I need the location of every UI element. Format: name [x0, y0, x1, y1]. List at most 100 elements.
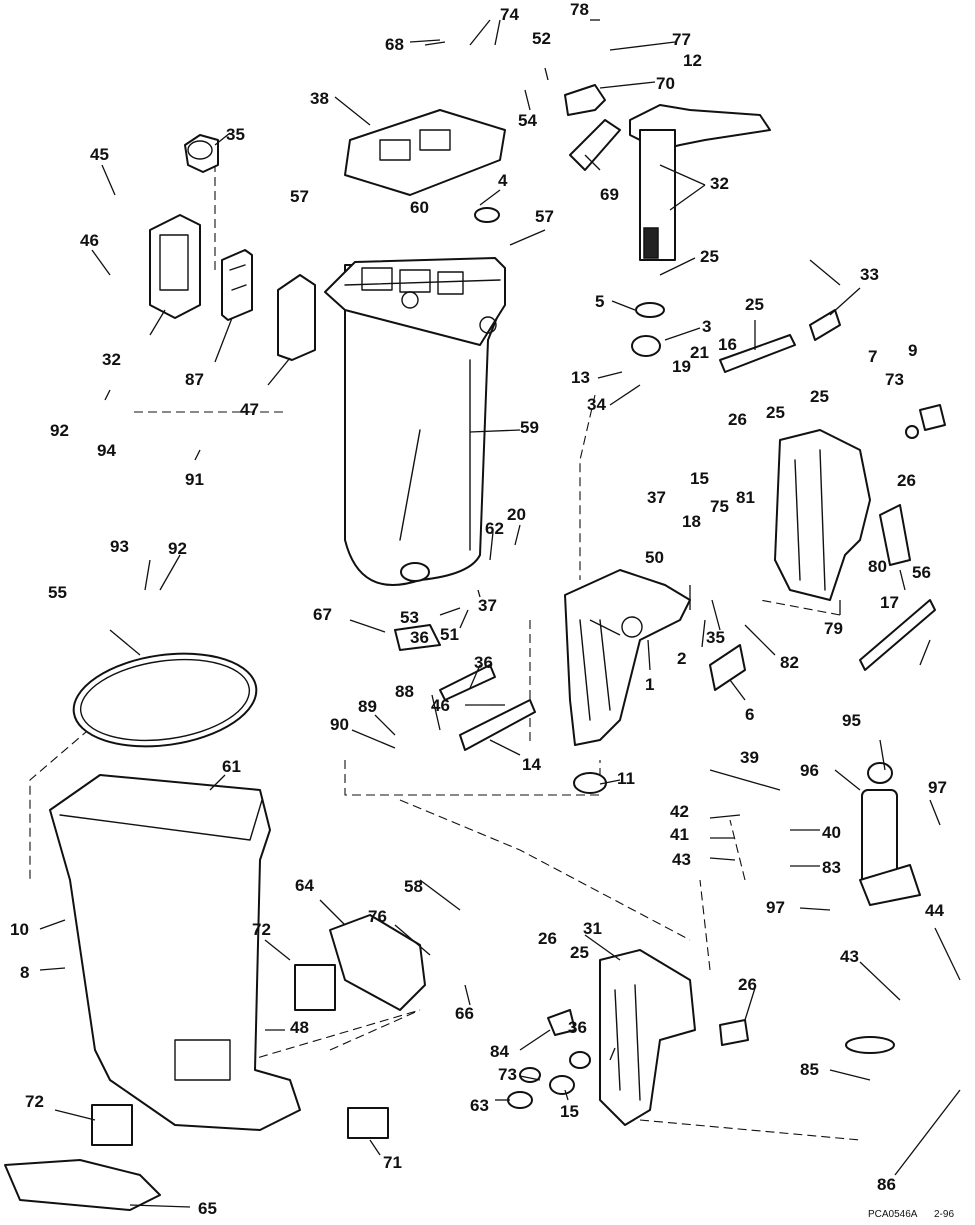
callout-9: 9	[908, 341, 917, 360]
callout-61: 61	[222, 757, 241, 776]
gasket-ring	[72, 652, 258, 748]
callout-19: 19	[672, 357, 691, 376]
stern-bracket-right	[774, 429, 871, 601]
callout-92: 92	[50, 421, 69, 440]
callout-87: 87	[185, 370, 204, 389]
callout-89: 89	[358, 697, 377, 716]
callout-93: 93	[110, 537, 129, 556]
callout-74: 74	[500, 5, 519, 24]
callout-27: 31	[583, 919, 602, 938]
callout-70: 70	[656, 74, 675, 93]
callout-57: 57	[290, 187, 309, 206]
callout-72: 72	[252, 920, 271, 939]
callout-57b: 57	[535, 207, 554, 226]
callout-94: 94	[97, 441, 116, 460]
callout-25b: 25	[570, 943, 589, 962]
callout-97: 97	[928, 778, 947, 797]
callout-34: 37	[647, 488, 666, 507]
callout-17: 17	[880, 593, 899, 612]
callout-88: 88	[395, 682, 414, 701]
callout-24: 26	[897, 471, 916, 490]
callout-50: 50	[645, 548, 664, 567]
callout-85: 85	[800, 1060, 819, 1079]
callout-77: 77	[672, 30, 691, 49]
callout-84: 84	[490, 1042, 509, 1061]
callout-21: 25	[745, 295, 764, 314]
callout-18: 18	[682, 512, 701, 531]
callout-95: 95	[842, 711, 861, 730]
callout-39: 39	[740, 748, 759, 767]
callout-49: 48	[290, 1018, 309, 1037]
callout-4: 4	[498, 171, 508, 190]
callout-67: 67	[313, 605, 332, 624]
callout-6: 6	[745, 705, 754, 724]
callout-29: 32	[710, 174, 729, 193]
callout-28: 32	[102, 350, 121, 369]
callout-46b: 46	[80, 231, 99, 250]
callout-31: 34	[587, 395, 606, 414]
callout-73: 73	[885, 370, 904, 389]
callout-10: 10	[10, 920, 29, 939]
callout-78: 78	[570, 0, 589, 19]
mid-plate	[329, 914, 426, 1011]
exhaust-housing	[324, 257, 506, 586]
callout-52: 52	[532, 29, 551, 48]
callout-32b: 36	[568, 1018, 587, 1037]
callout-32: 35	[706, 628, 725, 647]
callout-19b: 20	[507, 505, 526, 524]
callout-15: 15	[690, 469, 709, 488]
callout-1: 1	[645, 675, 654, 694]
callout-35: 35	[226, 125, 245, 144]
callout-26: 26	[728, 410, 747, 429]
callout-56: 56	[912, 563, 931, 582]
callout-71: 71	[383, 1153, 402, 1172]
upper-bracket	[564, 84, 621, 171]
callout-81: 81	[736, 488, 755, 507]
figure-code: PCA0546A	[868, 1209, 918, 1220]
figure-date: 2-96	[934, 1209, 954, 1220]
callout-79: 79	[824, 619, 843, 638]
callout-30: 33	[860, 265, 879, 284]
callout-91: 91	[185, 470, 204, 489]
callout-23: 25	[810, 387, 829, 406]
callout-51: 51	[440, 625, 459, 644]
callout-22: 25	[700, 247, 719, 266]
callout-92b: 92	[168, 539, 187, 558]
leader-lines	[39, 19, 961, 1208]
lower-housing	[49, 774, 301, 1131]
callout-72b: 72	[25, 1092, 44, 1111]
callout-46: 45	[90, 145, 109, 164]
callout-54: 54	[518, 111, 537, 130]
callout-80: 80	[868, 557, 887, 576]
callout-68: 68	[385, 35, 404, 54]
tilt-cylinder	[859, 762, 921, 906]
callout-76: 76	[368, 907, 387, 926]
callout-64: 64	[295, 876, 314, 895]
callout-55: 55	[48, 583, 67, 602]
callout-3: 3	[702, 317, 711, 336]
callout-66: 66	[455, 1004, 474, 1023]
upper-parts-left	[149, 134, 316, 361]
callout-65: 65	[198, 1199, 217, 1218]
callout-69: 69	[600, 185, 619, 204]
swivel-bracket	[564, 569, 691, 746]
figure-caption: PCA0546A 2-96	[868, 1209, 954, 1220]
callout-63: 63	[470, 1096, 489, 1115]
callout-75: 75	[710, 497, 729, 516]
callout-53: 53	[400, 608, 419, 627]
callout-86: 86	[877, 1175, 896, 1194]
steering-arm	[629, 104, 771, 261]
callout-12: 12	[683, 51, 702, 70]
callout-47: 46	[431, 696, 450, 715]
callout-96: 96	[800, 761, 819, 780]
callout-8: 8	[20, 963, 29, 982]
callout-62: 62	[485, 519, 504, 538]
callout-2: 2	[677, 649, 686, 668]
callout-43: 43	[672, 850, 691, 869]
callout-15b: 15	[560, 1102, 579, 1121]
callout-48: 47	[240, 400, 259, 419]
callout-7: 7	[868, 347, 877, 366]
callout-90: 90	[330, 715, 349, 734]
callout-60: 60	[410, 198, 429, 217]
callout-11: 11	[617, 769, 635, 788]
